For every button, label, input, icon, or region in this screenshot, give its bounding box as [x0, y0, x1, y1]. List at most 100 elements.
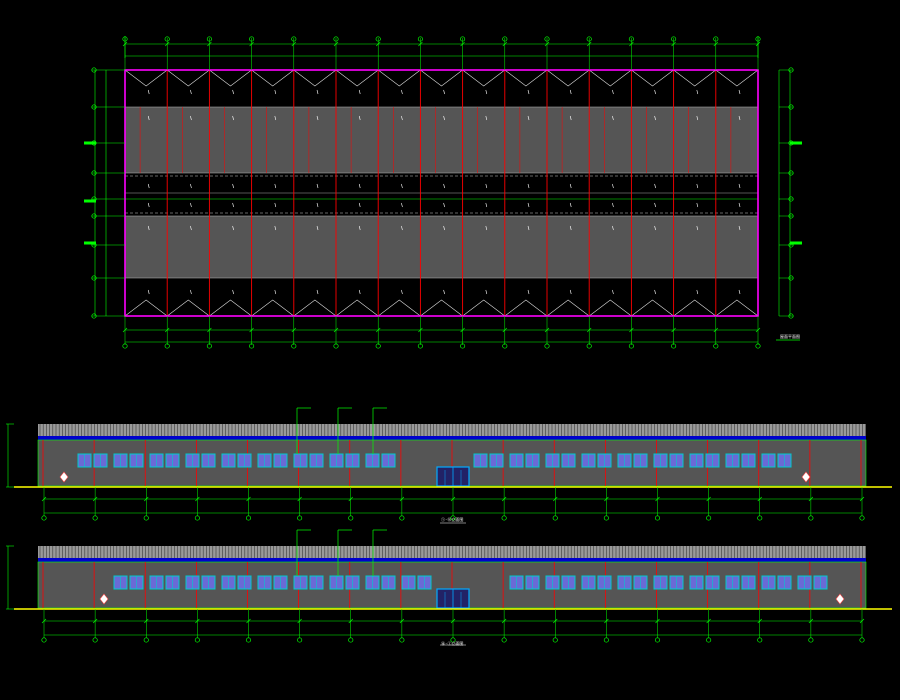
- plan-dimension-tick: [713, 41, 719, 47]
- plan-grid-bubble-bottom: [122, 343, 128, 349]
- elevation-front-dimension-tick: [399, 496, 405, 502]
- plan-grid-bubble-bottom: [671, 343, 677, 349]
- plan-tick-mark: [569, 183, 572, 189]
- plan-dimension-tick: [207, 41, 212, 47]
- elevation-front-dimension-tick: [297, 496, 302, 502]
- plan-grid-bubble-top: [502, 36, 508, 42]
- plan-tick-mark: [401, 225, 403, 231]
- plan-tick-mark: [654, 225, 656, 231]
- plan-grid-bubble-bottom: [375, 343, 381, 349]
- plan-tick-mark: [612, 289, 614, 295]
- elevation-back-dimension-tick: [144, 618, 149, 624]
- plan-tick-mark: [654, 289, 656, 295]
- elevation-back-grid-bubble: [603, 637, 609, 643]
- elevation-back-grid-bubble: [859, 637, 865, 643]
- plan-tick-mark: [232, 89, 234, 95]
- elevation-back-grid-bubble: [297, 637, 303, 643]
- plan-tick-mark: [190, 225, 192, 231]
- elevation-front-grid-bubble: [808, 515, 814, 521]
- plan-tick-mark: [147, 289, 150, 295]
- plan-tick-mark: [654, 89, 656, 95]
- plan-tick-mark: [696, 202, 699, 208]
- elevation-front-grid-bubble: [706, 515, 712, 521]
- elevation-front-grid-bubble: [552, 515, 558, 521]
- plan-grid-bubble-bottom: [164, 343, 170, 349]
- elevation-front-grid-bubble: [92, 515, 98, 521]
- plan-tick-mark: [274, 202, 277, 208]
- plan-side-label: [84, 141, 96, 145]
- plan-bracing-bottom: [124, 299, 759, 317]
- plan-tick-mark: [147, 225, 150, 231]
- elevation-back-grid-bubble: [143, 637, 149, 643]
- plan-tick-mark: [485, 183, 488, 189]
- plan-grid-bubble-side: [788, 213, 794, 219]
- elevation-front-dimension-tick: [604, 496, 609, 502]
- elevation-back-grid-bubble: [92, 637, 98, 643]
- plan-dimension-tick: [375, 41, 381, 47]
- elevation-front-dimension-tick: [553, 496, 558, 502]
- plan-tick-mark: [569, 225, 572, 231]
- plan-tick-mark: [316, 202, 319, 208]
- plan-tick-mark: [696, 225, 699, 231]
- elevation-front-dimension-tick: [92, 496, 98, 502]
- elevation-back-dimension-tick: [655, 618, 660, 624]
- elevation-front-grid-bubble: [859, 515, 865, 521]
- plan-title: 屋面平面图: [780, 333, 800, 339]
- plan-tick-mark: [401, 89, 403, 95]
- plan-side-label: [790, 241, 802, 245]
- elevation-back-dimension-tick: [297, 618, 302, 624]
- plan-dimension-tick: [291, 41, 297, 47]
- plan-grid-bubble-side: [91, 170, 97, 176]
- plan-dimension-tick: [629, 327, 634, 333]
- plan-tick-mark: [485, 202, 488, 208]
- elevation-front-dimension-tick: [195, 496, 200, 502]
- plan-tick-mark: [527, 115, 530, 121]
- plan-tick-mark: [316, 115, 319, 121]
- elevation-back-grid-bubble: [194, 637, 200, 643]
- plan-grid-bubble-top: [671, 36, 677, 42]
- plan-tick-mark: [274, 225, 277, 231]
- elevation-back-title: ⑯-①立面图: [441, 640, 463, 646]
- elevation-back-dimension-tick: [41, 618, 47, 624]
- plan-dimension-tick: [333, 41, 339, 47]
- plan-dimension-tick: [164, 41, 170, 47]
- plan-grid-bubble-side: [91, 313, 97, 319]
- plan-grid-bubble-top: [249, 36, 255, 42]
- plan-tick-mark: [232, 225, 234, 231]
- elevation-back-grid-bubble: [450, 637, 456, 643]
- plan-tick-mark: [738, 202, 741, 208]
- plan-tick-mark: [358, 225, 361, 231]
- plan-side-label: [84, 241, 96, 245]
- plan-outline: [124, 69, 759, 317]
- elevation-back: [6, 529, 892, 646]
- plan-grid-bubble-top: [417, 36, 423, 42]
- plan-grid-bubble-top: [460, 36, 466, 42]
- plan-tick-mark: [401, 183, 403, 189]
- plan-tick-mark: [274, 183, 277, 189]
- plan-grid-bubble-top: [375, 36, 381, 42]
- elevation-back-dimension-tick: [859, 618, 865, 624]
- plan-tick-mark: [358, 89, 361, 95]
- plan-tick-mark: [527, 183, 530, 189]
- plan-tick-mark: [401, 202, 403, 208]
- plan-tick-mark: [443, 289, 445, 295]
- plan-tick-mark: [612, 225, 614, 231]
- plan-tick-mark: [316, 225, 319, 231]
- plan-tick-mark: [527, 225, 530, 231]
- elevation-back-louver: [835, 593, 845, 605]
- plan-tick-mark: [358, 202, 361, 208]
- elevation-front-dimension-tick: [757, 496, 762, 502]
- elevation-front-grid-bubble: [194, 515, 200, 521]
- plan-dimension-tick: [249, 41, 254, 47]
- elevation-front-grid-bubble: [41, 515, 47, 521]
- elevation-front-dimension-tick: [655, 496, 660, 502]
- plan-dimension-tick: [460, 327, 465, 333]
- plan-tick-mark: [232, 289, 234, 295]
- plan-grid-bubble-top: [291, 36, 297, 42]
- plan-tick-mark: [696, 89, 699, 95]
- plan-tick-mark: [485, 115, 488, 121]
- plan-grid-bubble-top: [333, 36, 339, 42]
- plan-tick-mark: [316, 183, 319, 189]
- elevation-back-dimension-tick: [92, 618, 98, 624]
